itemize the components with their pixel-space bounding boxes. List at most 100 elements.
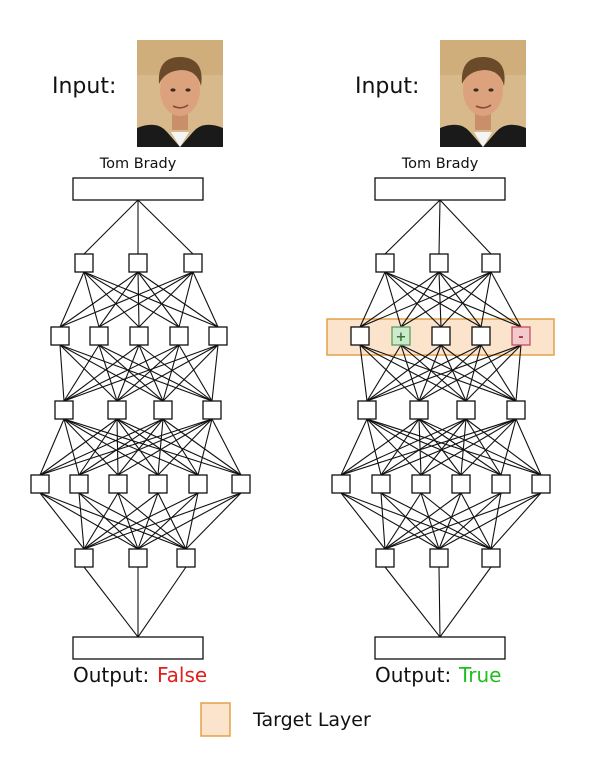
edge xyxy=(366,418,422,476)
edge xyxy=(83,271,100,328)
edge xyxy=(465,344,522,402)
edge xyxy=(157,418,213,476)
network-panel-2: Input:Tom Brady+-Output:True xyxy=(326,40,555,687)
edge xyxy=(78,418,118,476)
neuron-node xyxy=(74,548,94,568)
edge xyxy=(63,344,180,402)
edge xyxy=(384,199,441,255)
edge xyxy=(418,418,542,476)
edge xyxy=(83,492,199,550)
edge xyxy=(98,344,213,402)
input-face-photo xyxy=(137,40,223,147)
network-edges xyxy=(340,199,542,638)
edge xyxy=(83,492,159,550)
edge xyxy=(178,344,213,402)
input-layer-bar xyxy=(72,177,204,201)
neuron-node xyxy=(506,400,526,420)
edge xyxy=(438,271,442,328)
edge xyxy=(117,492,187,550)
edge xyxy=(78,418,164,476)
edge xyxy=(117,418,213,476)
edge xyxy=(340,418,368,476)
edge xyxy=(59,271,139,328)
edge xyxy=(63,418,159,476)
neuron-node xyxy=(471,326,491,346)
edge xyxy=(116,418,159,476)
plus-symbol: + xyxy=(396,330,407,345)
edge xyxy=(438,271,522,328)
input-layer-bar xyxy=(374,177,506,201)
neuron-node xyxy=(429,548,449,568)
edge xyxy=(117,492,139,550)
edge xyxy=(157,418,164,476)
edge xyxy=(59,344,118,402)
neuron-node xyxy=(375,548,395,568)
edge xyxy=(418,418,422,476)
edge xyxy=(39,492,187,550)
edge xyxy=(39,418,118,476)
edge xyxy=(340,418,420,476)
edge xyxy=(380,492,492,550)
edge xyxy=(59,271,85,328)
edge xyxy=(138,344,213,402)
edge xyxy=(83,566,139,638)
edge xyxy=(490,492,502,550)
edge xyxy=(63,418,242,476)
input-name-label: Tom Brady xyxy=(99,156,177,172)
edge xyxy=(400,271,440,328)
edge xyxy=(366,418,502,476)
edge xyxy=(211,344,219,402)
edge xyxy=(440,344,467,402)
edge xyxy=(359,344,467,402)
edge xyxy=(438,492,502,550)
edge xyxy=(460,418,467,476)
edge xyxy=(439,199,492,255)
edge xyxy=(480,271,492,328)
edge xyxy=(438,271,482,328)
neuron-node xyxy=(153,400,173,420)
output-layer-bar xyxy=(374,636,506,660)
edge xyxy=(380,418,420,476)
edge xyxy=(384,492,542,550)
edge xyxy=(39,418,164,476)
edge xyxy=(380,492,440,550)
edge xyxy=(480,344,517,402)
edge xyxy=(440,271,492,328)
neuron-node xyxy=(208,326,228,346)
neuron-node xyxy=(375,253,395,273)
edge xyxy=(418,418,462,476)
edge xyxy=(98,271,139,328)
edge xyxy=(116,344,140,402)
edge xyxy=(420,418,467,476)
edge xyxy=(83,271,219,328)
edge xyxy=(465,344,482,402)
input-label: Input: xyxy=(355,74,419,99)
edge xyxy=(420,418,517,476)
neuron-node xyxy=(128,253,148,273)
edge xyxy=(460,418,517,476)
edge xyxy=(384,566,441,638)
edge xyxy=(384,271,442,328)
neuron-node xyxy=(50,326,70,346)
edge xyxy=(384,271,402,328)
edge xyxy=(400,271,492,328)
edge xyxy=(418,344,482,402)
edge xyxy=(359,271,440,328)
edge xyxy=(116,418,199,476)
edge xyxy=(138,344,164,402)
edge xyxy=(116,344,219,402)
neuron-node xyxy=(129,326,149,346)
edge xyxy=(137,271,219,328)
neuron-node xyxy=(69,474,89,494)
edge xyxy=(359,344,420,402)
neuron-node xyxy=(108,474,128,494)
edge xyxy=(59,271,194,328)
neuron-node xyxy=(431,326,451,346)
legend-label: Target Layer xyxy=(252,709,371,731)
neuron-node xyxy=(411,474,431,494)
minus-symbol: - xyxy=(518,330,523,345)
edge xyxy=(192,271,219,328)
edge xyxy=(63,418,80,476)
neuron-node xyxy=(481,548,501,568)
